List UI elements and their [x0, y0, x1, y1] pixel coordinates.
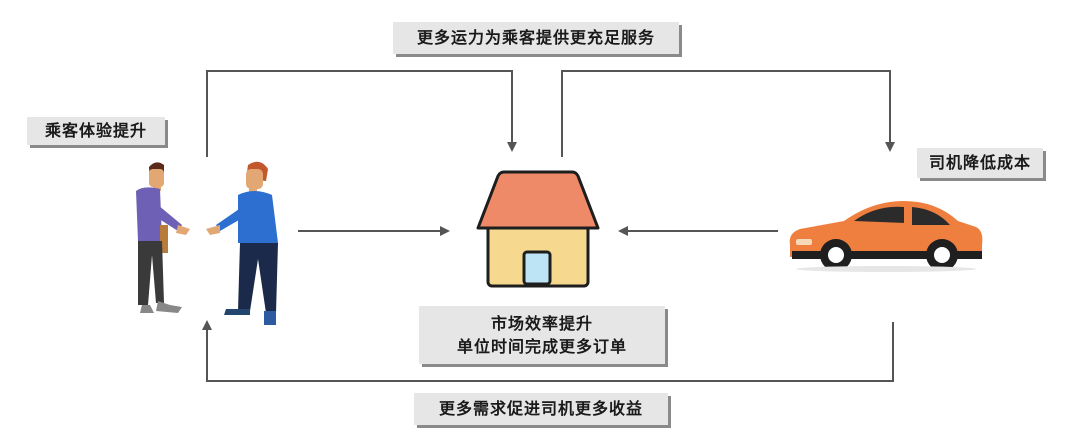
label-market-efficiency-line2: 单位时间完成更多订单 — [456, 337, 627, 356]
house-icon — [476, 170, 600, 288]
label-more-demand: 更多需求促进司机更多收益 — [414, 393, 668, 425]
handshake-people-illustration — [136, 161, 278, 325]
car-icon — [789, 201, 983, 272]
label-more-capacity: 更多运力为乘客提供更充足服务 — [393, 22, 679, 54]
arrow-car-to-people-bottom — [202, 320, 894, 382]
label-market-efficiency-line1: 市场效率提升 — [490, 314, 593, 333]
label-driver-cost: 司机降低成本 — [917, 148, 1043, 178]
person-left — [136, 162, 190, 313]
label-passenger-experience: 乘客体验提升 — [27, 117, 165, 145]
arrow-people-to-house-top — [206, 70, 517, 157]
label-market-efficiency: 市场效率提升 单位时间完成更多订单 — [419, 306, 665, 364]
arrow-house-to-car-top — [561, 70, 895, 157]
person-right — [206, 161, 278, 325]
